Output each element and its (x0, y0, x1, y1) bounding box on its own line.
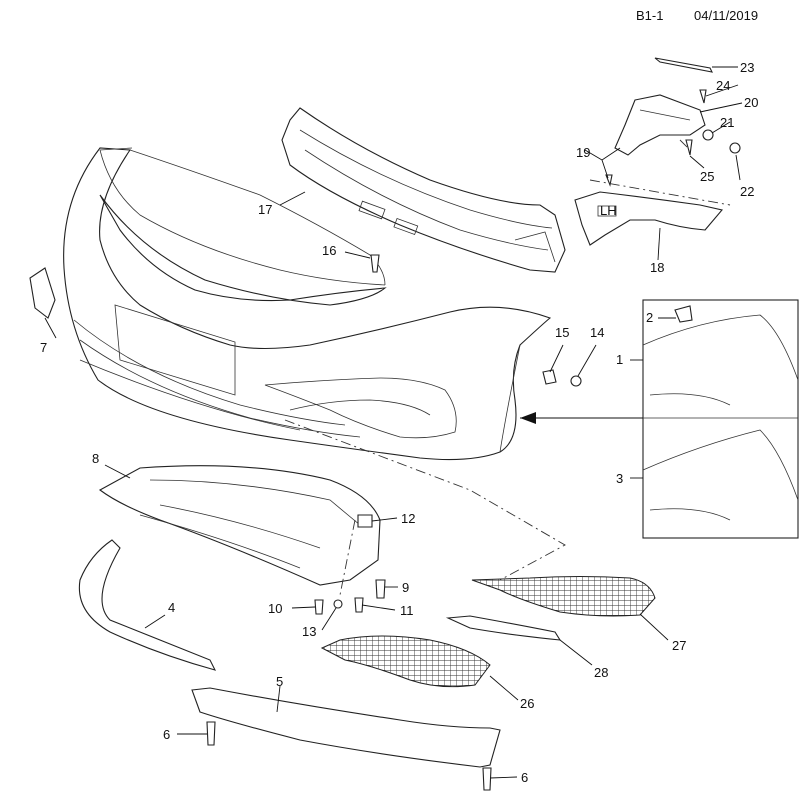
callout-22: 22 (740, 184, 754, 199)
fastener-11 (354, 597, 364, 613)
callout-3: 3 (616, 471, 623, 486)
clip-12 (357, 514, 373, 528)
bracket-lh: LH (574, 191, 724, 246)
grille-27 (471, 576, 656, 617)
callout-12: 12 (401, 511, 415, 526)
callout-6-lower: 6 (521, 770, 528, 785)
callout-25: 25 (700, 169, 714, 184)
bumper-fascia (29, 147, 552, 461)
callout-17: 17 (258, 202, 272, 217)
callout-2: 2 (646, 310, 653, 325)
view-arrow (520, 412, 536, 424)
callout-11: 11 (400, 603, 414, 618)
impact-absorber (281, 107, 566, 273)
callout-6-upper: 6 (163, 727, 170, 742)
clip-14 (570, 375, 582, 387)
callout-10: 10 (268, 601, 282, 616)
callout-9: 9 (402, 580, 409, 595)
detail-box (642, 299, 799, 539)
diagram-date: 04/11/2019 (694, 8, 759, 23)
screw-16 (370, 254, 380, 273)
callout-4: 4 (168, 600, 175, 615)
callout-23: 23 (740, 60, 754, 75)
callout-28: 28 (594, 665, 608, 680)
fastener-6-lower (482, 767, 492, 791)
callout-15: 15 (555, 325, 569, 340)
callout-8: 8 (92, 451, 99, 466)
fastener-13 (333, 599, 343, 609)
bracket-mark: LH (600, 203, 617, 218)
callout-5: 5 (276, 674, 283, 689)
callout-16: 16 (322, 243, 336, 258)
callout-7: 7 (40, 340, 47, 355)
callout-18: 18 (650, 260, 664, 275)
clip-15 (542, 369, 557, 385)
fastener-10 (314, 599, 324, 615)
grille-26 (320, 635, 491, 688)
page-code: B1-1 (636, 8, 664, 23)
bolt-24 (699, 89, 707, 104)
callout-20: 20 (744, 95, 758, 110)
lower-trim (191, 687, 501, 768)
callout-26: 26 (520, 696, 534, 711)
clip-2 (674, 305, 693, 323)
callouts: 23 24 20 21 22 25 19 17 16 18 15 14 2 1 … (40, 60, 758, 785)
front-spoiler (78, 539, 217, 671)
callout-19: 19 (576, 145, 590, 160)
upper-bracket (605, 57, 741, 187)
fastener-9 (375, 579, 386, 599)
callout-1: 1 (616, 352, 623, 367)
callout-24: 24 (716, 78, 730, 93)
callout-27: 27 (672, 638, 686, 653)
callout-21: 21 (720, 115, 734, 130)
callout-13: 13 (302, 624, 316, 639)
leader-lines (44, 66, 743, 779)
callout-14: 14 (590, 325, 604, 340)
trim-28 (445, 615, 562, 641)
lower-deflector (98, 465, 381, 586)
fastener-6-upper (206, 721, 216, 746)
clip-22 (729, 142, 741, 154)
screw-25 (685, 139, 693, 156)
nut-21 (702, 129, 714, 141)
